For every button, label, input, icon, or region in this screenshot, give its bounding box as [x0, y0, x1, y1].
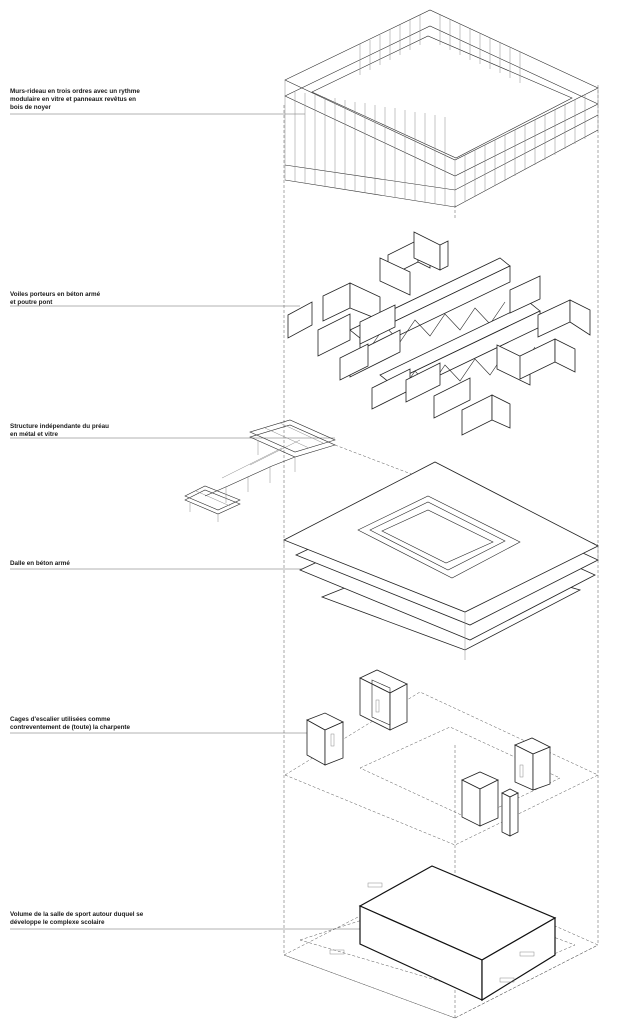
- leader-lines: [10, 113, 395, 930]
- sports-hall-layer: [283, 865, 599, 1019]
- label-load-walls: Voiles porteurs en béton armé et poutre …: [10, 291, 101, 306]
- label-canopy: Structure indépendante du préau en métal…: [10, 423, 110, 438]
- label-stair-cores: Cages d'escalier utilisées comme contrev…: [10, 716, 131, 731]
- load-walls-layer: [287, 231, 591, 436]
- canopy-layer: [184, 419, 599, 546]
- label-slab: Dalle en béton armé: [10, 560, 70, 567]
- curtain-wall-layer: [284, 9, 599, 208]
- label-curtain-wall: Murs-rideau en trois ordres avec un ryth…: [10, 88, 140, 111]
- label-sports-hall: Volume de la salle de sport autour duque…: [10, 911, 144, 926]
- stair-cores-layer: [284, 669, 599, 846]
- slab-layer: [283, 461, 599, 660]
